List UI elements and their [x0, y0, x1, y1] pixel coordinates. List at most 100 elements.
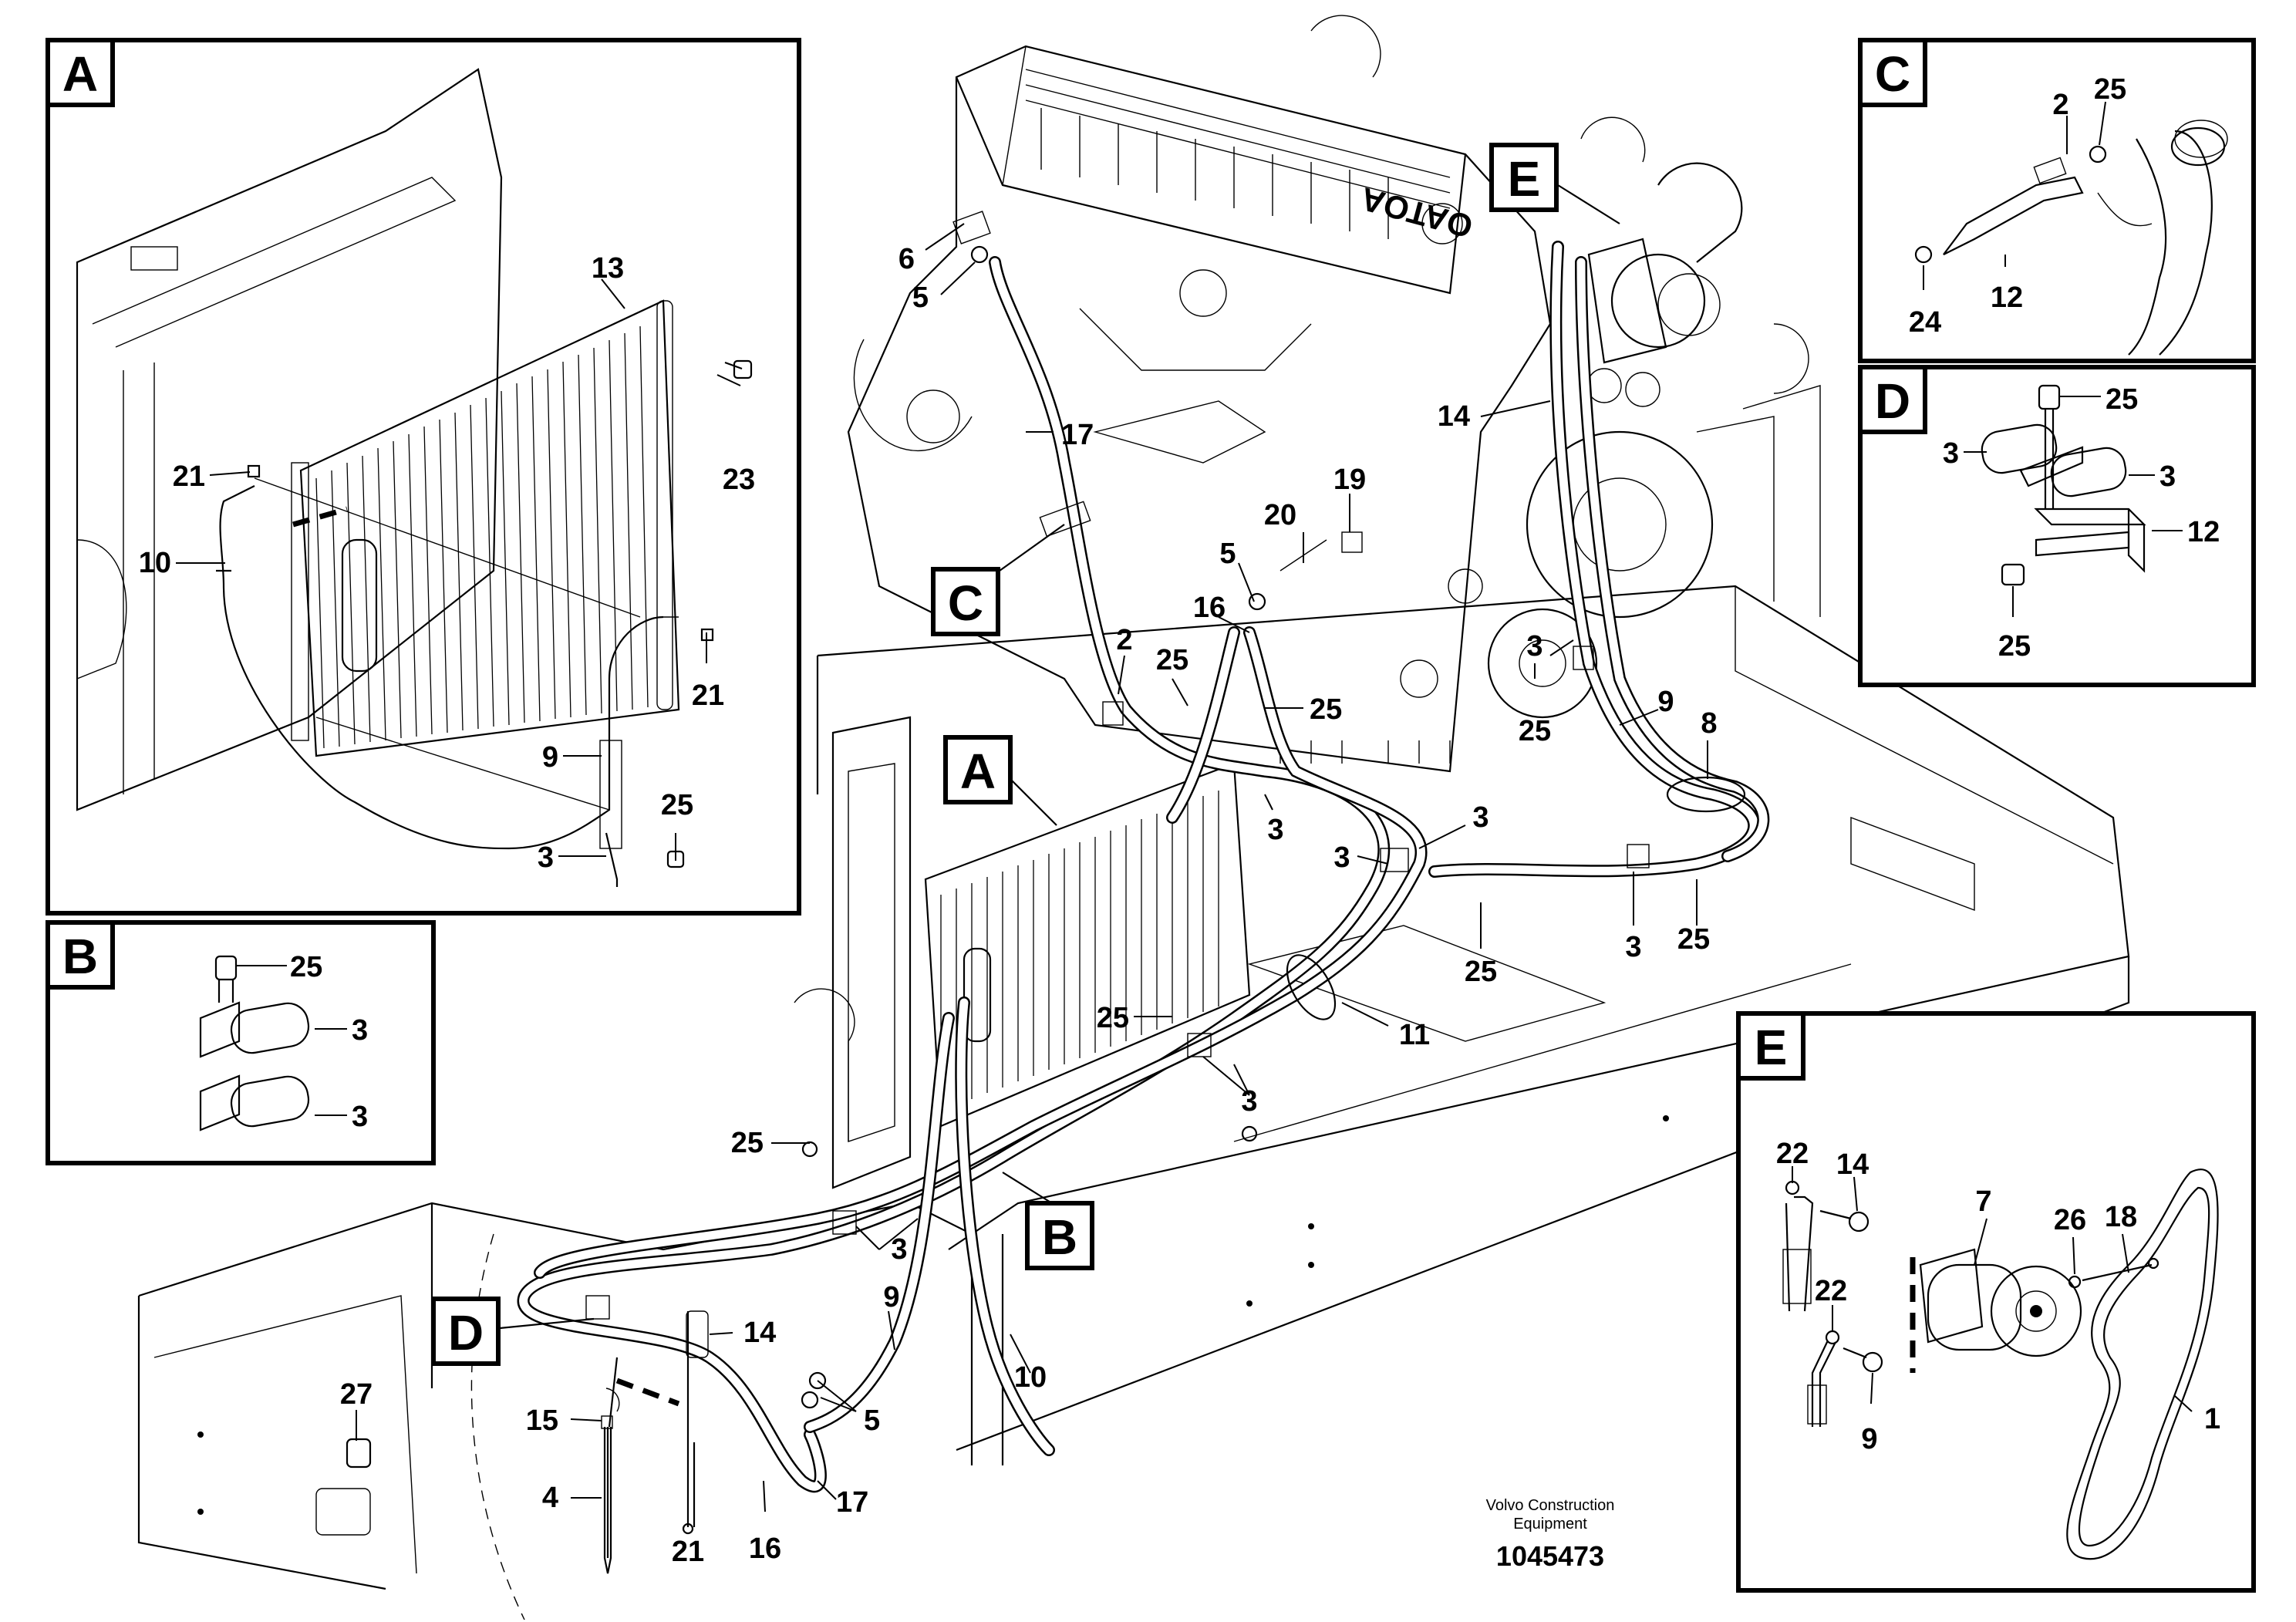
callout-box-C: [931, 567, 1000, 636]
part-label: 21: [692, 679, 724, 712]
part-label: 25: [2106, 383, 2138, 416]
receiver-drier-A: [341, 538, 378, 673]
part-label: 4: [542, 1482, 558, 1514]
part-label: 9: [1657, 686, 1674, 718]
part-label: 3: [2159, 460, 2176, 493]
part-label: 25: [290, 951, 322, 983]
part-label: 3: [1267, 814, 1283, 846]
detail-letter-E: E: [1755, 1020, 1788, 1075]
engine: OATOA: [847, 15, 1743, 773]
main-callout-D: D: [431, 1297, 501, 1366]
part-27-block: [346, 1438, 372, 1469]
detail-letter-D: D: [1875, 373, 1910, 429]
part-label: 3: [1472, 801, 1489, 834]
main-labels: 6 5 17 14 19 20 5 16 2 25 25 3 25 9 8 3 …: [340, 243, 1718, 1568]
part-label: 18: [2105, 1201, 2137, 1233]
part-label: 20: [1264, 499, 1296, 531]
detail-box-E: E 22 14: [1736, 1011, 2256, 1593]
part-label: 3: [352, 1014, 368, 1047]
part-label: 25: [1465, 956, 1497, 988]
part-label: 3: [352, 1101, 368, 1133]
part-label: 12: [1991, 282, 2023, 314]
part-label: 3: [1625, 931, 1641, 963]
part-label: 25: [731, 1127, 764, 1159]
footer-company-line2: Equipment: [1513, 1516, 1587, 1533]
part-label: 5: [1219, 538, 1236, 570]
detail-box-B: B 25 3 3: [46, 920, 436, 1165]
condenser-A: [299, 299, 680, 757]
part-label: 14: [1836, 1148, 1869, 1181]
callout-letter-B: B: [1042, 1209, 1077, 1265]
part-label: 19: [1333, 464, 1366, 496]
callout-letter-E: E: [1508, 151, 1541, 207]
part-label: 1: [2204, 1403, 2220, 1435]
part-label: 25: [2094, 73, 2126, 106]
main-leaders: [356, 184, 1708, 1512]
callout-letter-C: C: [948, 575, 983, 631]
part-label: 8: [1701, 707, 1717, 740]
refrigerant-hoses: [346, 211, 1770, 1574]
main-callout-A: A: [943, 735, 1013, 804]
part-label: 25: [1677, 923, 1710, 956]
detail-box-C: C 2 25 24 12: [1858, 38, 2256, 363]
hose-guide-8: [1666, 776, 1746, 813]
part-label: 24: [1909, 306, 1941, 339]
detail-letter-A: A: [62, 46, 98, 102]
main-callout-C: C: [931, 567, 1000, 636]
part-label: 22: [1815, 1275, 1847, 1307]
main-view: OATOA: [137, 15, 2130, 1620]
part-label: 11: [1399, 1019, 1430, 1051]
part-label: 3: [1943, 437, 1959, 470]
callout-box-D: [431, 1297, 501, 1366]
callout-box-A: [943, 735, 1013, 804]
part-label: 13: [592, 252, 624, 285]
part-label: 3: [538, 841, 554, 874]
part-label: 25: [1519, 715, 1551, 747]
part-label: 26: [2054, 1204, 2086, 1236]
hose-guide-11: [1286, 954, 1337, 1020]
part-label: 25: [1998, 630, 2031, 663]
callout-letter-D: D: [448, 1305, 484, 1361]
part-label: 2: [1116, 624, 1132, 656]
part-label: 15: [526, 1404, 558, 1437]
part-label: 12: [2187, 516, 2220, 548]
part-label: 16: [749, 1533, 781, 1565]
part-label: 25: [1310, 693, 1342, 726]
drawing-number: 1045473: [1496, 1540, 1604, 1572]
detail-frame-E: [1736, 1011, 2256, 1593]
part-label: 3: [1241, 1085, 1257, 1118]
part-label: 16: [1193, 592, 1226, 624]
detail-letter-C: C: [1875, 46, 1910, 102]
part-label: 5: [912, 282, 929, 314]
compressor-pulley-E: [1990, 1265, 2082, 1357]
main-callout-B: B: [1025, 1201, 1094, 1270]
figure-footer: Volvo Construction Equipment 1045473: [1486, 1497, 1615, 1572]
part-label: 27: [340, 1378, 373, 1411]
part-label: 6: [899, 243, 915, 275]
part-label: 23: [723, 464, 755, 496]
callout-box-E: [1489, 143, 1559, 212]
main-condenser: [924, 762, 1251, 1128]
crank-pulley: [1526, 430, 1714, 619]
part-label: 10: [139, 547, 171, 579]
part-label: 14: [1438, 400, 1470, 433]
part-label: 9: [1861, 1423, 1877, 1455]
main-receiver-drier: [963, 947, 992, 1043]
cooling-package: [794, 716, 1251, 1189]
part-label: 5: [864, 1404, 880, 1437]
footer-company-line1: Volvo Construction: [1486, 1497, 1615, 1514]
damper-pulley: [1487, 608, 1598, 719]
part-label: 14: [743, 1317, 776, 1349]
part-label: 3: [1526, 630, 1542, 663]
detail-box-D: D 25 3 3 12 25: [1858, 365, 2256, 687]
callout-letter-A: A: [960, 744, 996, 799]
part-label: 3: [1333, 841, 1350, 874]
part-label: 25: [1097, 1002, 1129, 1034]
part-label: 25: [661, 789, 693, 821]
part-label: 17: [1061, 419, 1094, 451]
callout-box-B: [1025, 1201, 1094, 1270]
part-label: 7: [1975, 1185, 1991, 1218]
part-label: 2: [2052, 89, 2068, 121]
part-label: 9: [542, 741, 558, 774]
